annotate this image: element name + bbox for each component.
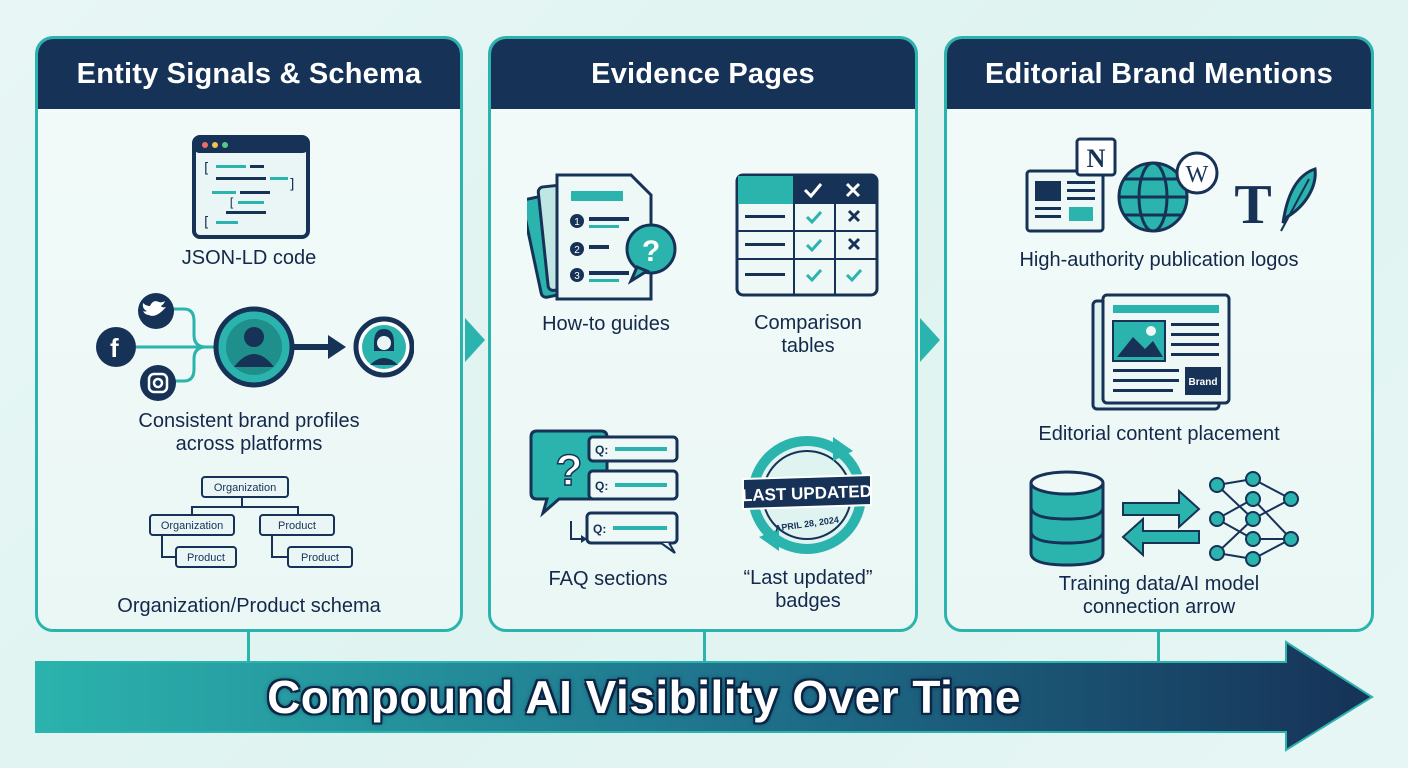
flow-chevron: [920, 318, 940, 362]
globe-icon: [1117, 161, 1189, 233]
instagram-icon: [140, 365, 176, 401]
faq-chat-icon: ? Q: Q: Q:: [529, 429, 679, 554]
svg-text:?: ?: [642, 235, 660, 268]
question-bubble-icon: ?: [625, 223, 677, 285]
panel-title: Editorial Brand Mentions: [947, 39, 1371, 109]
panel-title: Entity Signals & Schema: [38, 39, 460, 109]
label-brand-profiles: Consistent brand profiles: [138, 410, 360, 432]
label-training-data: Training data/AI model: [1058, 573, 1260, 595]
label-editorial-placement: Editorial content placement: [1038, 423, 1280, 445]
twitter-icon: [138, 293, 174, 329]
panel-entity-signals: Entity Signals & Schema [ ] [ [ JSON-LD …: [35, 36, 463, 632]
label-connection-arrow: connection arrow: [1082, 596, 1236, 618]
comparison-table-icon: [735, 173, 879, 297]
brand-tag: Brand: [1189, 377, 1218, 388]
banner-title: Compound AI Visibility Over Time: [267, 671, 1021, 723]
publication-logos-graphic: N W T: [1025, 137, 1317, 236]
facebook-icon: f: [96, 327, 136, 367]
svg-text:Q:: Q:: [595, 443, 608, 457]
svg-text:[: [: [202, 161, 210, 177]
svg-text:T: T: [1234, 174, 1271, 236]
label-publication-logos: High-authority publication logos: [1019, 249, 1299, 271]
user-icon: [213, 306, 295, 388]
svg-text:W: W: [1186, 162, 1209, 188]
panel-editorial-mentions: Editorial Brand Mentions N W T: [944, 36, 1374, 632]
connector-line: [1157, 632, 1160, 662]
svg-text:Q:: Q:: [595, 479, 608, 493]
code-window-icon: [ ] [ [: [192, 135, 310, 239]
label-last-updated: “Last updated”: [743, 567, 873, 589]
panel-evidence-pages: Evidence Pages 1 2 3 ? How-to guides Com…: [488, 36, 918, 632]
neural-network-icon: [1209, 471, 1299, 567]
svg-text:Q:: Q:: [593, 522, 606, 536]
label-tables: tables: [781, 335, 835, 357]
feather-icon: [1280, 166, 1317, 232]
svg-text:2: 2: [574, 245, 580, 256]
schema-node-product-child: Product: [187, 552, 225, 564]
label-across-platforms: across platforms: [175, 433, 323, 455]
label-faq: FAQ sections: [548, 568, 668, 590]
connector-line: [703, 632, 706, 662]
profile-icon: [353, 316, 414, 378]
newspaper-icon: N: [1025, 137, 1117, 233]
label-comparison: Comparison: [754, 312, 862, 334]
svg-text:[: [: [202, 215, 210, 231]
schema-node-root: Organization: [214, 482, 276, 494]
svg-text:?: ?: [556, 446, 583, 495]
panel-title: Evidence Pages: [491, 39, 915, 109]
schema-node-org: Organization: [161, 520, 223, 532]
svg-text:f: f: [110, 333, 119, 363]
label-schema: Organization/Product schema: [117, 595, 381, 617]
database-icon: [1029, 470, 1105, 567]
brand-profiles-graphic: f: [96, 293, 414, 401]
banner-arrow: [35, 640, 1374, 752]
svg-text:3: 3: [574, 271, 580, 282]
document-stack-icon: 1 2 3 ?: [527, 173, 677, 301]
svg-text:[: [: [228, 196, 235, 210]
schema-node-product: Product: [278, 520, 316, 532]
label-json-ld: JSON-LD code: [181, 247, 317, 269]
svg-text:]: ]: [288, 177, 296, 193]
training-data-graphic: [1029, 470, 1299, 567]
schema-tree-graphic: Organization Organization Product Produc…: [149, 476, 353, 568]
wikipedia-icon: W: [1175, 151, 1219, 195]
schema-node-product-child: Product: [301, 552, 339, 564]
label-how-to: How-to guides: [542, 313, 670, 335]
article-icon: Brand: [1091, 293, 1231, 411]
svg-text:1: 1: [574, 217, 580, 228]
refresh-badge-icon: LAST UPDATED APRIL 28, 2024: [742, 436, 873, 554]
flow-chevron: [465, 318, 485, 362]
svg-text:N: N: [1087, 144, 1106, 173]
newspaper-masthead-icon: T: [1234, 174, 1271, 236]
svg-text:LAST UPDATED: LAST UPDATED: [742, 482, 873, 506]
connector-line: [247, 632, 250, 662]
label-badges: badges: [775, 590, 841, 612]
